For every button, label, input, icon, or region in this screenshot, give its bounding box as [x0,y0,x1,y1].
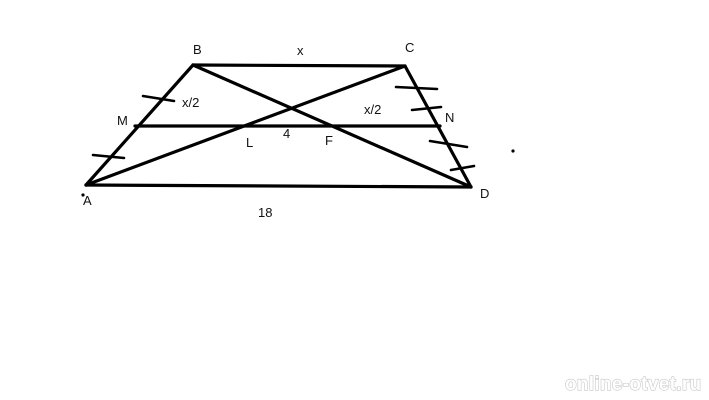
label-d: D [480,186,489,201]
stray-dot [511,149,515,153]
measure-fn: x/2 [364,102,381,117]
stray-dot [81,193,85,197]
label-c: C [405,40,414,55]
label-a: A [83,193,92,208]
label-m: M [117,113,128,128]
measure-bottom-base: 18 [258,205,272,220]
base-ad [84,183,473,189]
measure-top-base: x [297,43,304,58]
measure-ml: x/2 [182,95,199,110]
base-bc [191,63,407,68]
measure-lf: 4 [283,126,290,141]
label-n: N [445,110,454,125]
tick-mark [394,85,439,91]
label-f: F [325,133,333,148]
label-l: L [246,135,253,150]
tick-mark [141,94,176,103]
label-b: B [193,42,202,57]
tick-mark [410,105,443,112]
tick-mark [428,139,469,149]
watermark: online-otvet.ru [565,374,701,395]
tick-mark [449,164,476,172]
tick-mark [91,153,126,160]
